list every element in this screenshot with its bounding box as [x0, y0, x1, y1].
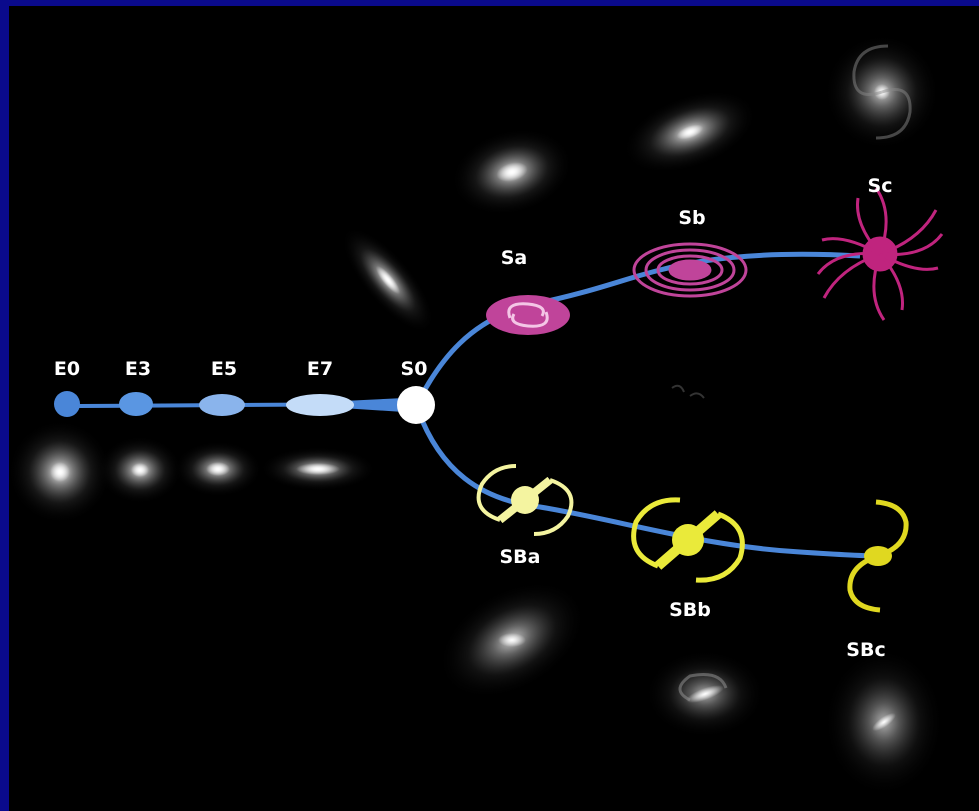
galaxy-photo-e7 — [260, 447, 376, 491]
node-sbc-shape — [847, 499, 909, 613]
galaxy-photo-sbb — [645, 650, 765, 738]
galaxy-photo-sba — [438, 581, 586, 699]
label-sb: Sb — [678, 207, 705, 229]
node-sb-shape — [632, 242, 748, 298]
label-sbb: SBb — [669, 599, 711, 621]
label-s0: S0 — [401, 358, 428, 380]
node-e3-shape — [119, 392, 153, 416]
galaxy-photo-sbc — [824, 648, 944, 796]
galaxy-photo-e3 — [98, 436, 182, 504]
label-e0: E0 — [54, 358, 80, 380]
faint-background-mark — [671, 384, 705, 399]
galaxy-photo-sc — [824, 34, 940, 150]
label-sa: Sa — [501, 247, 528, 269]
galaxy-photo-s0 — [341, 227, 435, 333]
node-sba-shape — [476, 464, 574, 536]
galaxy-photo-e0 — [8, 420, 112, 524]
label-e3: E3 — [125, 358, 151, 380]
spiral-branch-line — [415, 251, 861, 404]
node-s0-shape — [397, 386, 435, 424]
label-e7: E7 — [307, 358, 333, 380]
label-e5: E5 — [211, 358, 237, 380]
label-sbc: SBc — [846, 639, 885, 661]
label-sc: Sc — [868, 175, 893, 197]
label-sba: SBa — [500, 546, 541, 568]
node-e7-shape — [286, 394, 354, 416]
galaxy-photo-e5 — [174, 441, 262, 497]
node-sa-shape — [486, 295, 570, 335]
galaxy-photo-sa — [451, 128, 573, 216]
galaxy-photo-sb — [623, 90, 757, 174]
barred-spiral-branch-line — [415, 409, 881, 559]
node-sc-shape — [816, 187, 944, 321]
node-e0-shape — [54, 391, 80, 417]
node-sbb-shape — [631, 497, 745, 583]
node-e5-shape — [199, 394, 245, 416]
